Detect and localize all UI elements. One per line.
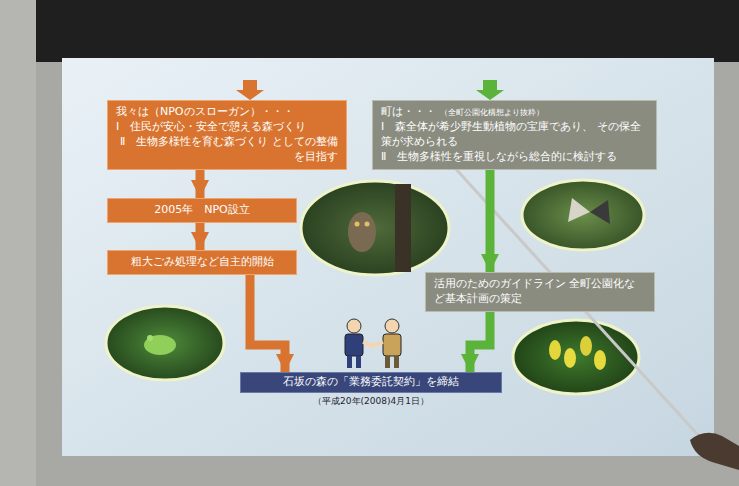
person-head bbox=[385, 319, 399, 333]
flow-arrow bbox=[470, 312, 490, 372]
photo-frame bbox=[522, 180, 644, 250]
process-box: 活用のためのガイドライン 全町公園化など基本計画の策定 bbox=[425, 272, 655, 312]
slide-ground bbox=[62, 58, 714, 456]
owl bbox=[348, 212, 376, 252]
node-text: Ⅰ 住民が安心・安全で憩える森づくり bbox=[116, 120, 338, 135]
butterfly-wing bbox=[568, 198, 590, 222]
wall bbox=[0, 0, 36, 486]
owl-eye bbox=[355, 222, 360, 227]
photo-frame bbox=[301, 181, 449, 275]
flower bbox=[580, 336, 592, 356]
node-text: 活用のためのガイドライン 全町公園化など基本計画の策定 bbox=[434, 277, 646, 307]
person-head bbox=[347, 319, 361, 333]
photo-frame bbox=[106, 306, 224, 380]
slogan-box: 我々は（NPOのスローガン）・・・Ⅰ 住民が安心・安全で憩える森づくりⅡ 生物多… bbox=[107, 100, 347, 170]
flower bbox=[594, 350, 606, 370]
node-text: 2005年 NPO設立 bbox=[116, 203, 288, 218]
process-box: 2005年 NPO設立 bbox=[107, 198, 297, 223]
person-leg bbox=[356, 356, 361, 368]
flower-photo bbox=[513, 320, 639, 394]
flow-arrow bbox=[196, 170, 205, 198]
node-text: （平成20年(2008)4月1日） bbox=[240, 395, 502, 407]
butterfly-photo bbox=[522, 180, 644, 250]
handshake-illustration bbox=[345, 319, 401, 368]
person-leg bbox=[385, 356, 390, 368]
entry-arrow bbox=[236, 80, 264, 100]
owl-eye bbox=[365, 222, 370, 227]
tree-trunk bbox=[395, 184, 411, 272]
person-body bbox=[345, 334, 363, 356]
frog-photo bbox=[106, 306, 224, 380]
flow-arrow bbox=[250, 275, 285, 372]
flow-arrow bbox=[196, 223, 205, 250]
owl-photo bbox=[301, 181, 449, 275]
flower bbox=[549, 340, 561, 360]
hand bbox=[690, 433, 739, 470]
flow-arrow bbox=[486, 170, 495, 272]
frog-eye bbox=[147, 335, 153, 341]
contract-band: 石坂の森の「業務委託契約」を締結 （平成20年(2008)4月1日） bbox=[240, 372, 502, 407]
butterfly-wing bbox=[590, 200, 610, 224]
photo-frame bbox=[513, 320, 639, 394]
node-text: 我々は（NPOのスローガン）・・・ bbox=[116, 105, 338, 120]
node-text: Ⅰ 森全体が希少野生動植物の宝庫であり、 その保全策が求められる bbox=[381, 120, 648, 150]
person-leg bbox=[347, 356, 352, 368]
handshake bbox=[363, 342, 383, 346]
person-body bbox=[383, 334, 401, 356]
node-text: 石坂の森の「業務委託契約」を締結 bbox=[240, 372, 502, 393]
town-policy-box: 町は・・・ （全町公園化構想より抜粋）Ⅰ 森全体が希少野生動植物の宝庫であり、 そ… bbox=[372, 100, 657, 170]
node-text: Ⅱ 生物多様性を重視しながら総合的に検討する bbox=[381, 150, 648, 165]
screen-frame bbox=[36, 0, 739, 62]
node-text: （全町公園化構想より抜粋） bbox=[440, 108, 544, 119]
node-text: 町は・・・ bbox=[381, 105, 436, 120]
node-text: Ⅱ 生物多様性を育む森づくり としての整備を目指す bbox=[116, 135, 338, 165]
flower bbox=[564, 348, 576, 368]
node-text: 粗大ごみ処理など自主的開始 bbox=[116, 255, 288, 270]
frog bbox=[144, 335, 176, 355]
process-box: 粗大ごみ処理など自主的開始 bbox=[107, 250, 297, 275]
entry-arrow bbox=[476, 80, 504, 100]
person-leg bbox=[394, 356, 399, 368]
